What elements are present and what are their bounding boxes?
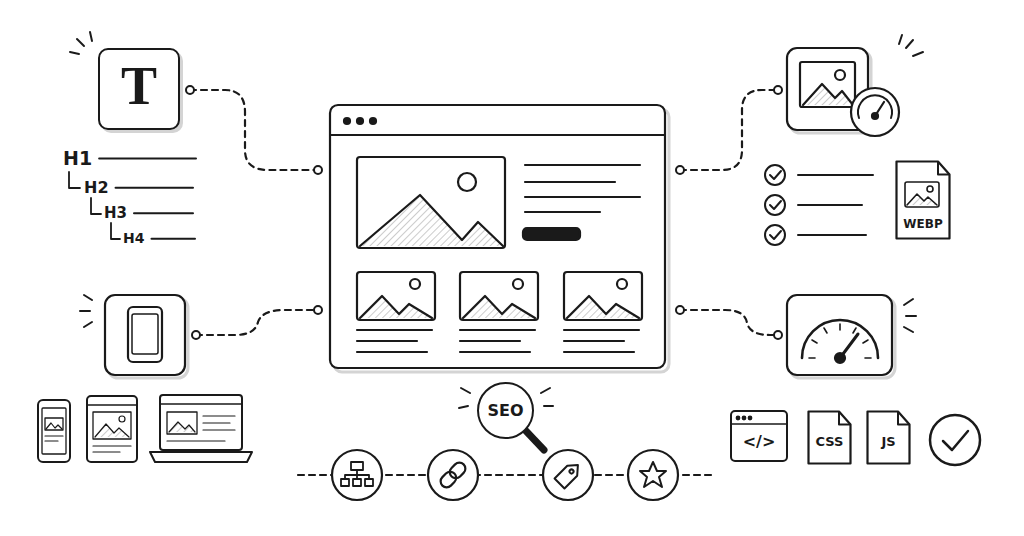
speedometer-icon — [787, 295, 895, 378]
heading-rule — [151, 238, 195, 240]
mobile-icon-box — [105, 295, 188, 378]
node-text: </> — [743, 433, 776, 451]
node-text: CSS — [816, 435, 844, 449]
heading-rule — [116, 187, 193, 189]
magnifier-handle — [526, 431, 544, 450]
responsive-devices — [38, 395, 252, 462]
css-file: CSS — [807, 410, 852, 465]
heading-level-label: H1 — [63, 148, 92, 169]
node-text: T — [121, 57, 157, 116]
node-text: SEO — [487, 402, 523, 420]
heading-level-label: H2 — [84, 179, 109, 197]
checklist — [765, 165, 873, 245]
browser-window — [330, 105, 669, 372]
code-window-bar — [731, 416, 787, 424]
image-optimization-icon — [787, 48, 899, 136]
heading-level-label: H4 — [123, 231, 144, 246]
seo-magnifier: SEO — [477, 382, 534, 439]
dashed-connector — [190, 90, 778, 475]
webp-file: WEBP — [895, 160, 951, 240]
heading-level-label: H3 — [104, 205, 127, 222]
node-text: JS — [881, 435, 895, 449]
node-text: WEBP — [903, 218, 942, 231]
code-window: </> — [730, 410, 788, 462]
seo-factor-icons — [332, 450, 678, 500]
check-circle — [930, 415, 980, 465]
heading-rule — [99, 157, 196, 159]
typography-icon-box: T — [98, 48, 180, 130]
heading-rule — [134, 212, 193, 214]
spark-marks — [70, 32, 923, 408]
js-file: JS — [866, 410, 911, 465]
